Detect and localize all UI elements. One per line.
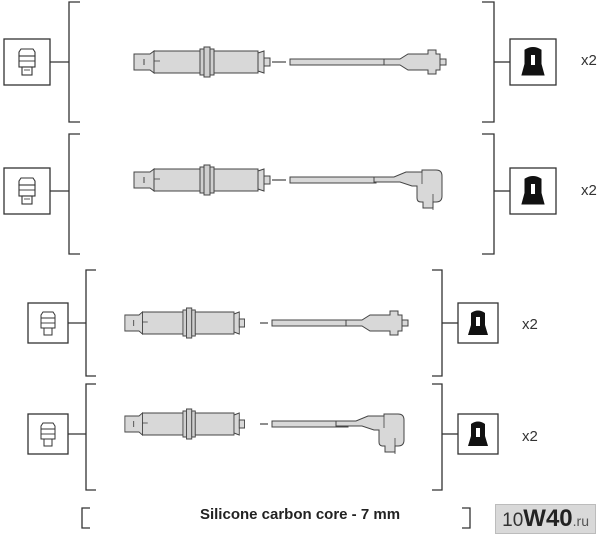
lead-row-2 — [3, 133, 557, 255]
coil-boot-connector-icon — [509, 167, 557, 215]
caption-bracket-left — [81, 507, 90, 529]
watermark-prefix: 10 — [502, 510, 524, 531]
coil-boot-connector-icon — [457, 302, 499, 344]
caption: Silicone carbon core - 7 mm — [199, 506, 401, 523]
caption-bracket-right — [462, 507, 471, 529]
spark-plug-terminal-icon — [27, 302, 69, 344]
lead-row-4 — [27, 383, 499, 491]
coil-boot-connector-icon — [509, 38, 557, 86]
lead-row-1 — [3, 1, 557, 123]
watermark-logo: 10W40.ru — [495, 504, 596, 534]
quantity-label: x2 — [522, 316, 538, 333]
quantity-label: x2 — [581, 182, 597, 199]
watermark-suffix: .ru — [572, 513, 589, 529]
coil-boot-connector-icon — [457, 413, 499, 455]
quantity-label: x2 — [522, 428, 538, 445]
spark-plug-terminal-icon — [3, 38, 51, 86]
quantity-label: x2 — [581, 52, 597, 69]
spark-plug-terminal-icon — [3, 167, 51, 215]
watermark-mid: W40 — [523, 505, 573, 532]
lead-row-3 — [27, 269, 499, 377]
spark-plug-terminal-icon — [27, 413, 69, 455]
